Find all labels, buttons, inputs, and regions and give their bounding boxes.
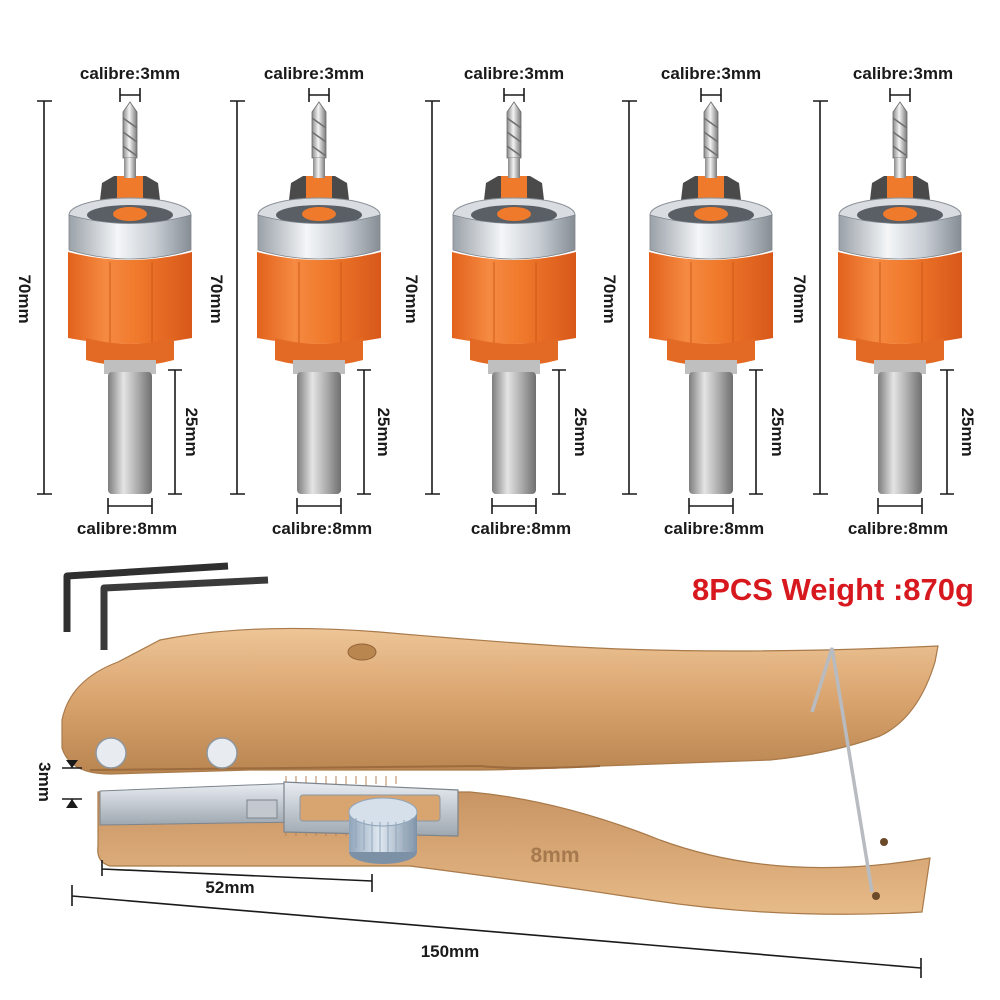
hex-key-wrenches bbox=[63, 562, 269, 650]
bit-2 bbox=[256, 101, 382, 495]
weight-label: 8PCS Weight :870g bbox=[692, 572, 974, 607]
bit-5-length: 70mm bbox=[790, 274, 809, 323]
bit-2-shank-length: 25mm bbox=[374, 407, 393, 456]
jig-tool-image: 8mm bbox=[61, 627, 939, 915]
bit-2-bottom-calibre: calibre:8mm bbox=[272, 519, 372, 538]
bit-1 bbox=[67, 101, 193, 495]
bit-2-top-calibre: calibre:3mm bbox=[264, 64, 364, 83]
bit-3-shank-length: 25mm bbox=[571, 407, 590, 456]
tool-dimension-arrows bbox=[66, 760, 78, 808]
bit-1-length: 70mm bbox=[15, 274, 34, 323]
countersink-bit-image bbox=[648, 101, 774, 495]
bit-4-bottom-calibre: calibre:8mm bbox=[664, 519, 764, 538]
bit-dimension-lines bbox=[37, 88, 954, 514]
bit-4 bbox=[648, 101, 774, 495]
bit-2-length: 70mm bbox=[207, 274, 226, 323]
hex-key-icon bbox=[63, 562, 229, 632]
countersink-bit-image bbox=[67, 101, 193, 495]
bit-4-top-calibre: calibre:3mm bbox=[661, 64, 761, 83]
bit-5 bbox=[837, 101, 963, 495]
countersink-bit-image bbox=[451, 101, 577, 495]
tool-length-label: 150mm bbox=[421, 942, 480, 961]
bit-1-top-calibre: calibre:3mm bbox=[80, 64, 180, 83]
tool-gap-label: 3mm bbox=[35, 762, 54, 802]
bit-1-shank-length: 25mm bbox=[182, 407, 201, 456]
hex-key-icon bbox=[100, 576, 269, 650]
bit-1-bottom-calibre: calibre:8mm bbox=[77, 519, 177, 538]
bit-5-bottom-calibre: calibre:8mm bbox=[848, 519, 948, 538]
bit-5-shank-length: 25mm bbox=[958, 407, 977, 456]
bit-3-top-calibre: calibre:3mm bbox=[464, 64, 564, 83]
bit-5-top-calibre: calibre:3mm bbox=[853, 64, 953, 83]
bit-3-length: 70mm bbox=[402, 274, 421, 323]
countersink-bit-image bbox=[256, 101, 382, 495]
tool-size-stamp: 8mm bbox=[530, 844, 579, 867]
tool-slot-label: 52mm bbox=[205, 878, 254, 897]
bit-4-length: 70mm bbox=[600, 274, 619, 323]
countersink-bit-image bbox=[837, 101, 963, 495]
bit-4-shank-length: 25mm bbox=[768, 407, 787, 456]
bit-3-bottom-calibre: calibre:8mm bbox=[471, 519, 571, 538]
bit-3 bbox=[451, 101, 577, 495]
